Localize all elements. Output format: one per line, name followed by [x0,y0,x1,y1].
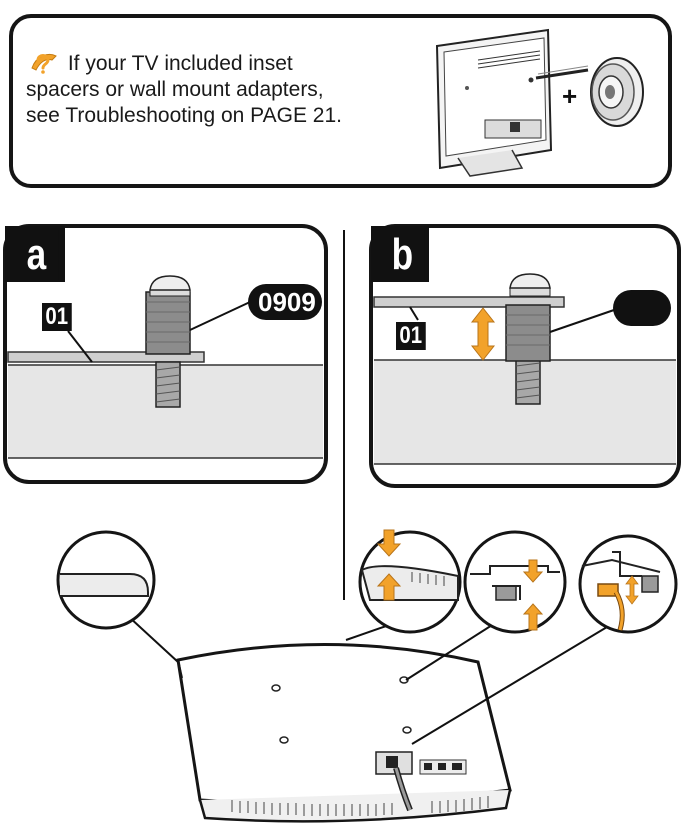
panel-b-hardware-tag [613,290,671,326]
panel-a-part-tag: 01 [42,303,72,331]
up-arrow-icon [376,573,402,601]
down-arrow-icon [522,559,544,583]
note-text: If your TV included inset spacers or wal… [26,50,356,129]
detail-circle-edge [56,530,156,630]
note-line-2: spacers or wall mount adapters, [26,78,324,101]
panel-a-hardware-tag: 0909 [248,284,322,320]
down-arrow-icon [376,529,402,557]
panel-b-label: b [380,230,425,280]
note-line-3: see Troubleshooting on PAGE 21. [26,104,342,127]
panel-b [369,224,681,488]
wall-adapter-icon [590,57,644,127]
note-line-1: If your TV included inset [26,50,356,77]
tv-back-icon [435,28,589,177]
panel-b-part-tag: 01 [396,322,426,350]
detail-circle-lip [358,530,462,634]
panel-a [3,224,328,484]
note-line-1-text: If your TV included inset [67,52,293,75]
panel-a-label: a [14,230,59,280]
plus-sign: + [562,81,577,111]
vertical-arrow-icon [470,307,496,361]
detail-circle-clearance [463,530,567,634]
detail-circle-cable [578,534,678,634]
tip-icon [26,50,62,74]
tv-body [127,615,613,823]
up-arrow-icon [522,603,544,631]
note-box [9,14,672,188]
